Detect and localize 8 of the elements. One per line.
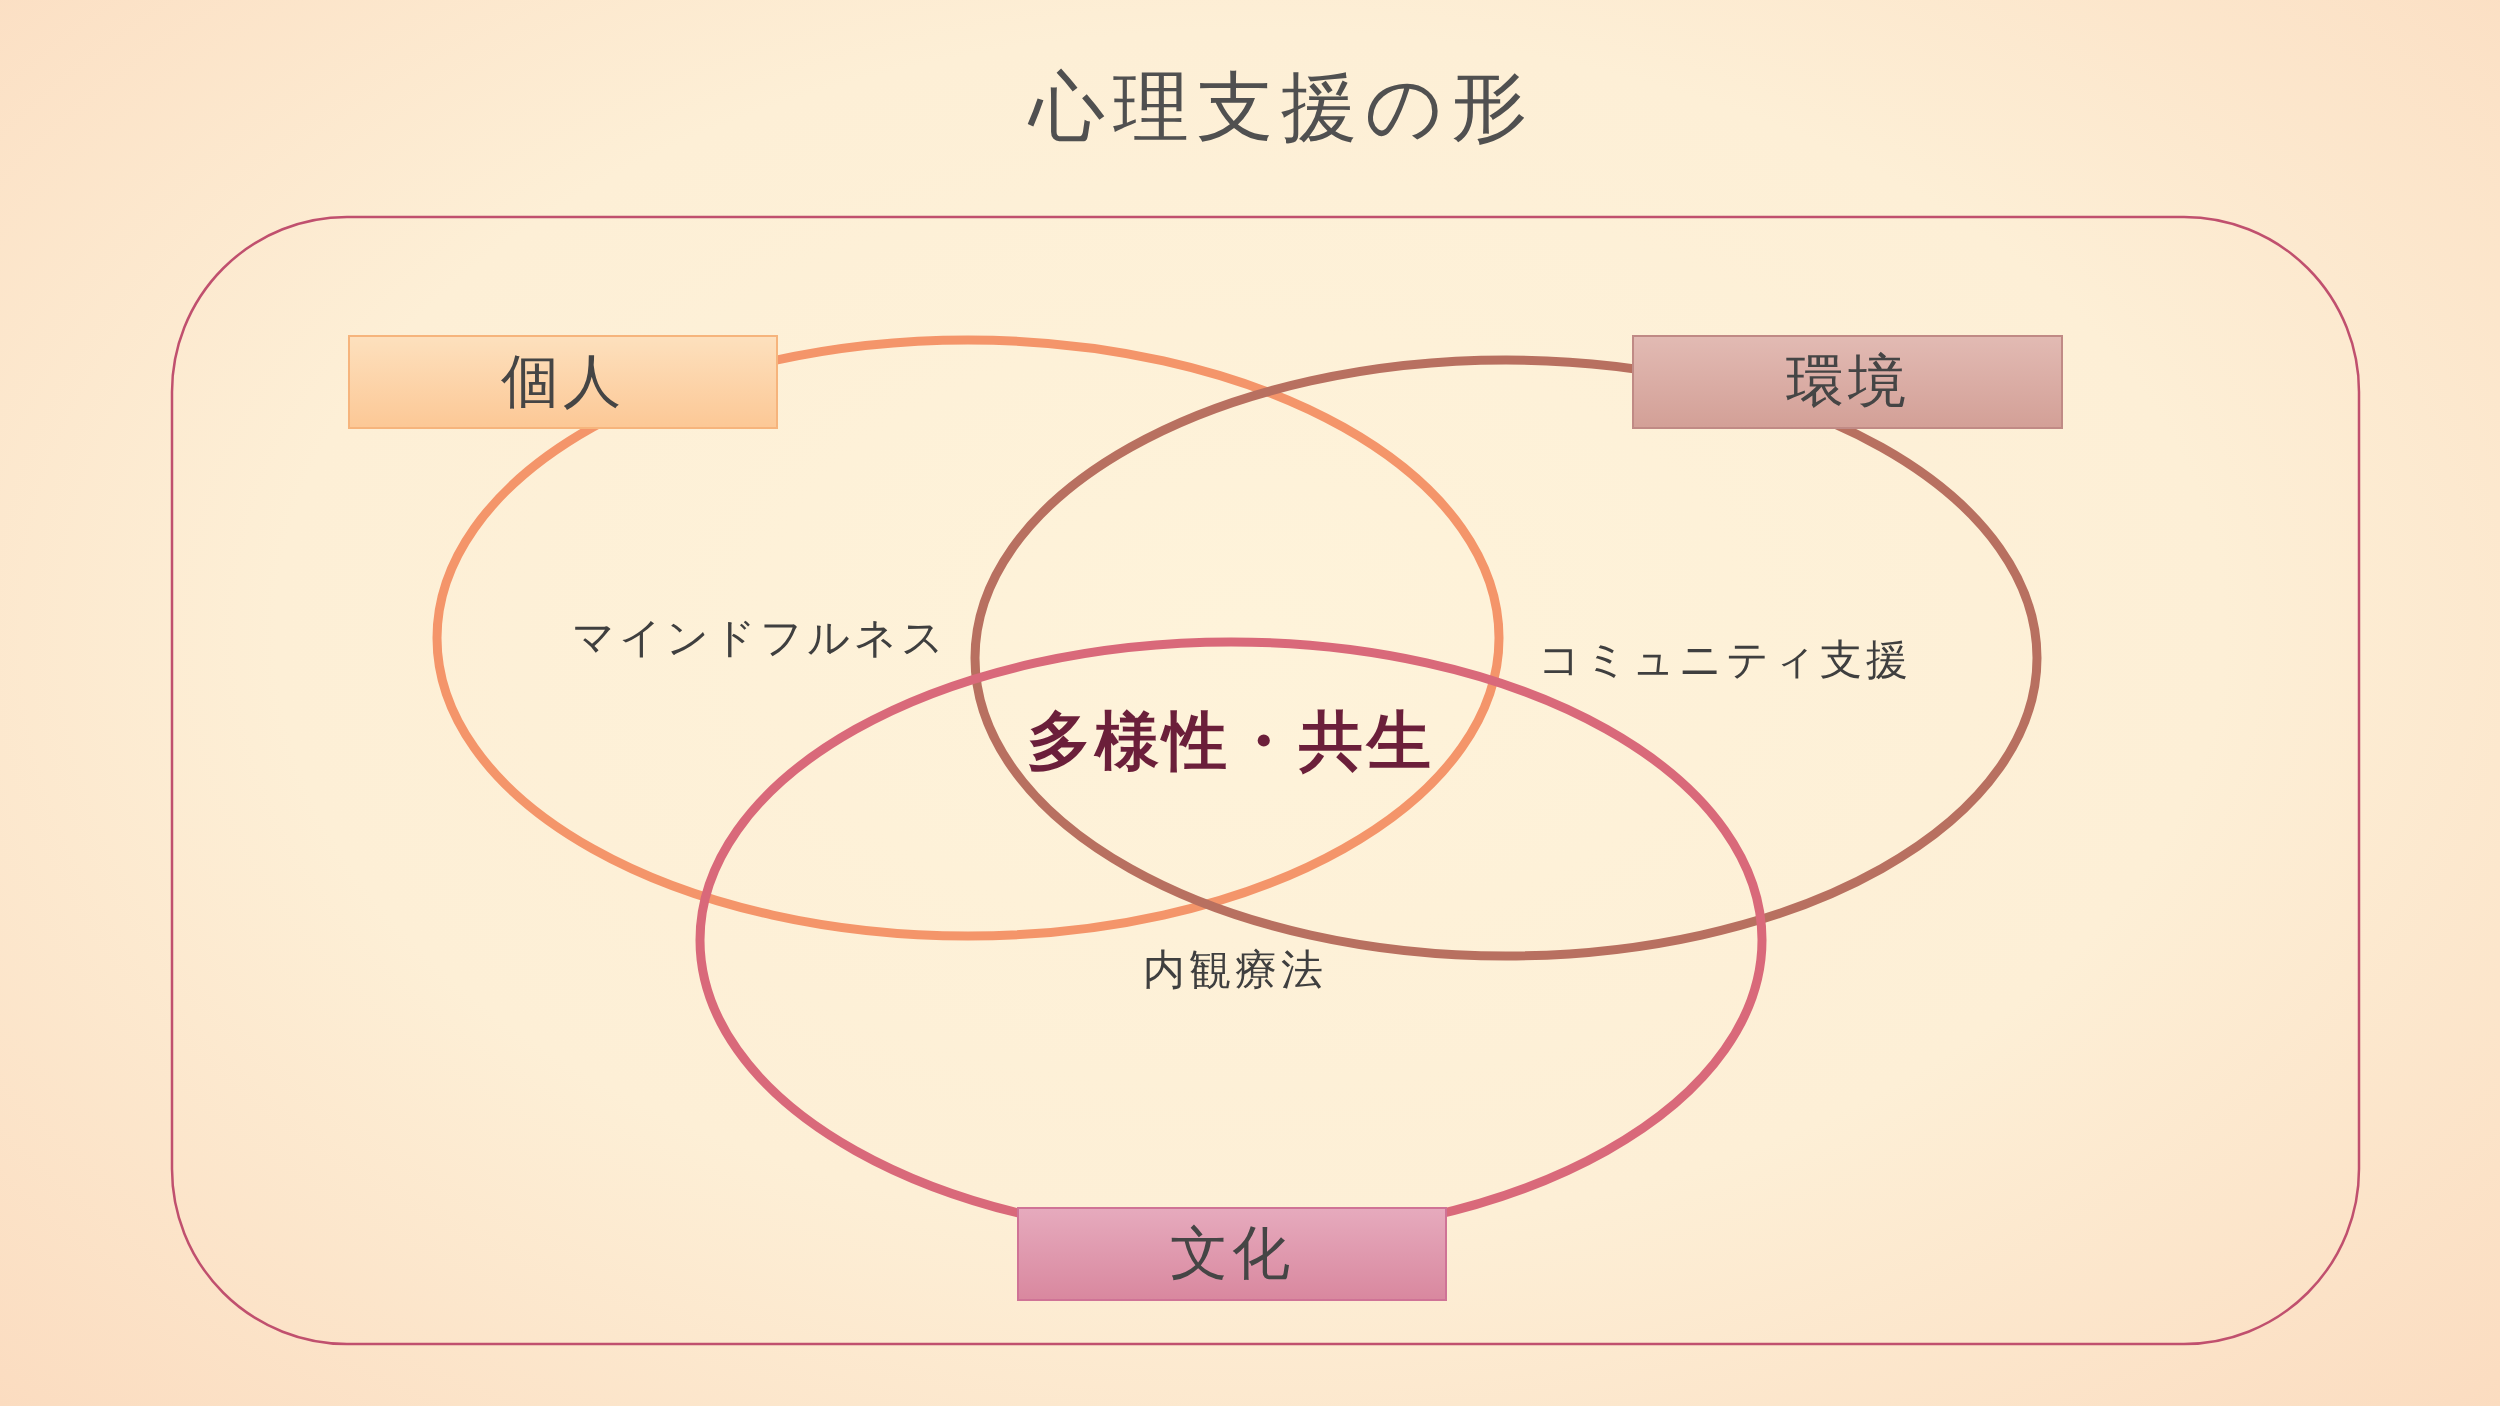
category-box: 文化 <box>1017 1207 1447 1301</box>
title: 心理支援の形 <box>1029 60 1535 153</box>
category-box: 個人 <box>348 335 778 429</box>
ellipse-label: マインドフルネス <box>572 612 948 664</box>
center-label: 多様性・共生 <box>1027 702 1435 780</box>
ellipse-label: 内観療法 <box>1143 944 1327 996</box>
category-box: 環境 <box>1632 335 2063 429</box>
ellipse-label: コミュニティ支援 <box>1538 634 1912 686</box>
